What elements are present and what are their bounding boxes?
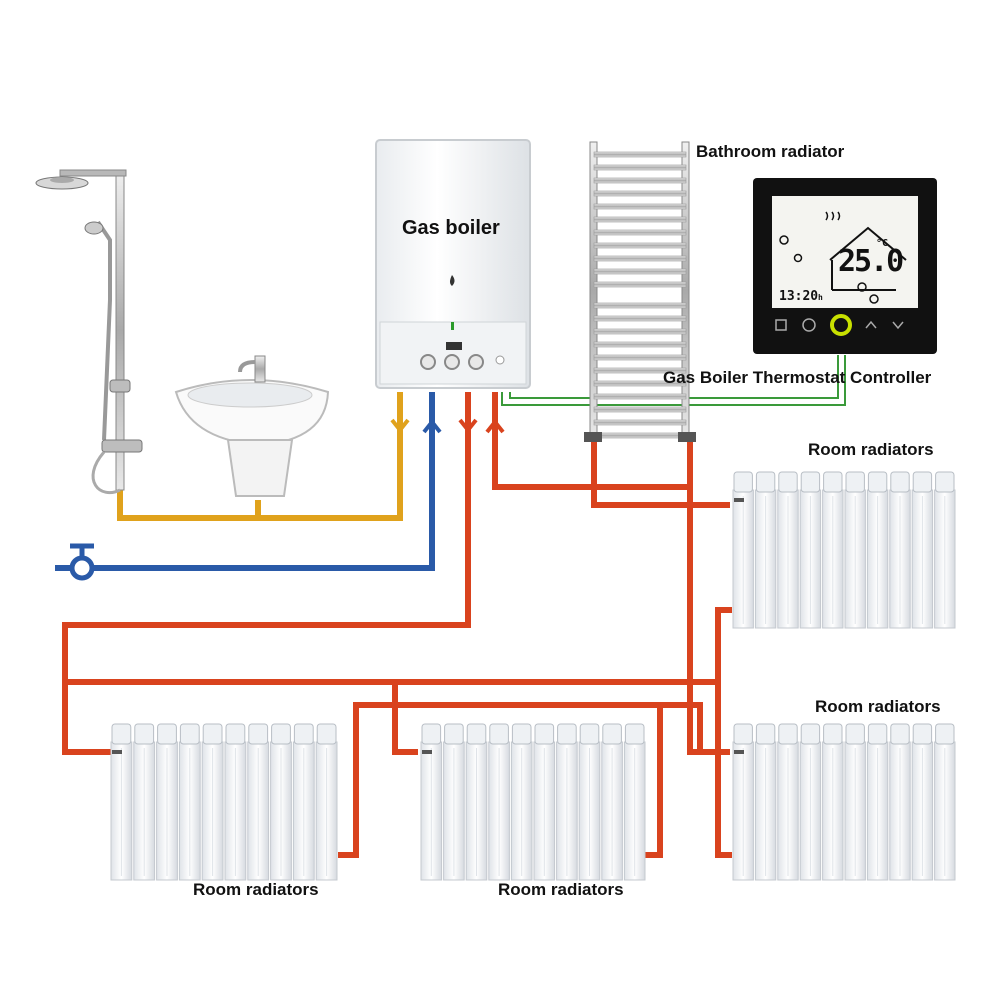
bathroom-radiator-label: Bathroom radiator bbox=[696, 142, 845, 161]
shower-icon bbox=[35, 169, 143, 495]
gas-boiler-label: Gas boiler bbox=[402, 217, 500, 239]
thermostat-temperature: 25.0 bbox=[838, 244, 904, 279]
valve-icon bbox=[69, 543, 95, 581]
room-radiator-right-top bbox=[732, 471, 956, 629]
gas-boiler-icon bbox=[375, 139, 531, 389]
thermostat-time-suffix: h bbox=[818, 293, 823, 302]
room-radiators bbox=[110, 471, 956, 881]
thermostat-time: 13:20 bbox=[779, 289, 819, 304]
room-radiators-label-left-bottom: Room radiators bbox=[193, 880, 319, 899]
room-radiator-mid-bottom bbox=[420, 723, 646, 881]
thermostat-label: Gas Boiler Thermostat Controller bbox=[663, 368, 932, 387]
towel-radiator-icon bbox=[584, 141, 696, 442]
room-radiators-label-right-bottom: Room radiators bbox=[815, 697, 941, 716]
room-radiator-right-bottom bbox=[732, 723, 956, 881]
thermostat-temperature-unit: °C bbox=[876, 238, 889, 249]
room-radiators-label-mid-bottom: Room radiators bbox=[498, 880, 624, 899]
cold-water-pipe bbox=[55, 392, 435, 571]
room-radiator-left-bottom bbox=[110, 723, 338, 881]
heating-flow-pipes bbox=[62, 392, 732, 858]
thermostat-icon bbox=[753, 178, 937, 354]
room-radiators-label-right-top: Room radiators bbox=[808, 440, 934, 459]
sink-icon bbox=[174, 355, 330, 497]
thermostat-buttons bbox=[775, 314, 904, 336]
pipe-flow-arrows bbox=[390, 418, 505, 434]
